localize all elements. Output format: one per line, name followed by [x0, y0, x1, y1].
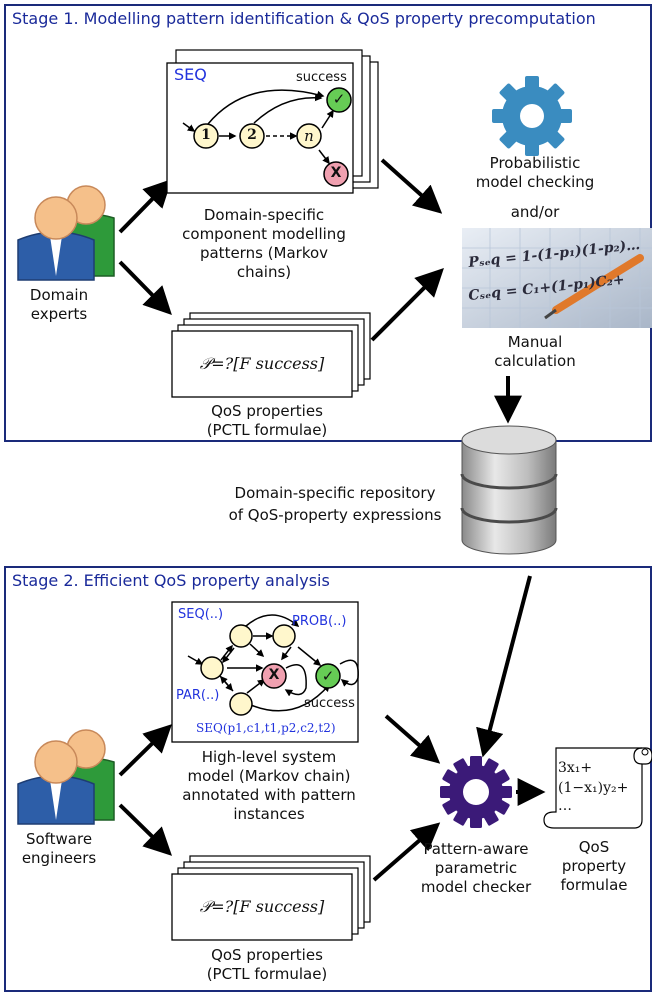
manual-caption: Manual calculation: [494, 333, 576, 370]
properties-card-stack-2: [171, 855, 371, 941]
engineers-label: Software engineers: [21, 830, 97, 867]
checkmark-icon: ✓: [332, 90, 346, 108]
stage2-frame: Stage 2. Efficient QoS property analysis: [4, 566, 652, 992]
formulae-caption: QoS property formulae: [560, 838, 628, 894]
repository-caption-2: of QoS-property expressions: [228, 506, 442, 524]
success-node-icon-2: [315, 663, 341, 689]
cross-icon: X: [330, 165, 342, 181]
stage2-title: Stage 2. Efficient QoS property analysis: [12, 571, 330, 590]
repository-caption-1: Domain-specific repository: [234, 484, 436, 502]
tag-par: PAR(..): [176, 688, 220, 703]
property-formula-2: 𝒫=?[F success]: [199, 897, 325, 916]
manual-calculation-image: [462, 228, 652, 328]
stage1-title: Stage 1. Modelling pattern identificatio…: [12, 9, 596, 28]
patterns-caption: Domain-specific component modelling patt…: [182, 206, 346, 281]
seq-tag: SEQ: [174, 65, 207, 84]
andor-label: and/or: [510, 203, 560, 221]
success-label-2: success: [304, 696, 355, 711]
properties-caption-1: QoS properties (PCTL formulae): [206, 402, 328, 439]
seq-pattern-graph: [182, 87, 352, 187]
pattern-card-stack: [166, 49, 379, 194]
node-2-label: 2: [247, 127, 257, 143]
scroll-line-2: (1−x₁)y₂+: [558, 780, 629, 796]
success-label: success: [296, 70, 347, 85]
gear-icon-checker: [440, 756, 512, 828]
checker-caption: Pattern-aware parametric model checker: [420, 840, 532, 896]
fail-node-icon: [323, 161, 349, 187]
system-model-graph: [187, 614, 359, 716]
success-node-icon: [326, 87, 352, 113]
database-icon: [460, 425, 558, 555]
tag-prob: PROB(..): [292, 614, 347, 629]
fail-node-icon-2: [261, 663, 287, 689]
tag-seq-params: SEQ(p1,c1,t1,p2,c2,t2): [196, 721, 336, 735]
tag-seq: SEQ(..): [178, 607, 224, 622]
stage1-frame: Stage 1. Modelling pattern identificatio…: [4, 4, 652, 442]
pmc-caption: Probabilistic model checking: [475, 154, 595, 191]
people-icon-engineers: [17, 729, 115, 825]
properties-card-stack-1: [171, 312, 371, 398]
checkmark-icon-2: ✓: [321, 667, 335, 685]
scroll-line-3: …: [558, 798, 572, 814]
gear-icon: [492, 76, 572, 156]
experts-label: Domain experts: [29, 286, 89, 323]
property-formula-1: 𝒫=?[F success]: [199, 354, 325, 373]
scroll-line-1: 3x₁+: [558, 760, 593, 776]
node-1-label: 1: [201, 127, 211, 143]
cross-icon-2: X: [268, 667, 280, 683]
properties-caption-2: QoS properties (PCTL formulae): [206, 946, 328, 983]
people-icon: [17, 185, 115, 281]
model-caption: High-level system model (Markov chain) a…: [182, 748, 356, 823]
node-n-label: n: [304, 127, 314, 145]
